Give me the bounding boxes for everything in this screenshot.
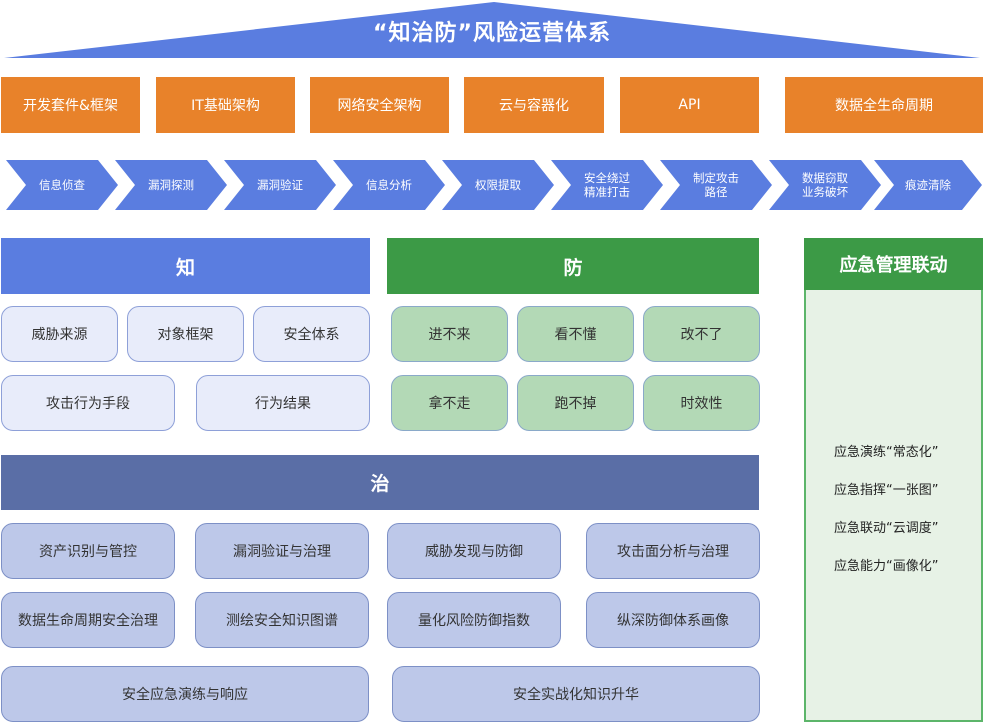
zhi-card-attack-means: 攻击行为手段 — [1, 375, 175, 431]
chain-step-7: 制定攻击路径 — [693, 171, 739, 199]
chain-step-3: 漏洞验证 — [257, 178, 303, 192]
chevron-2 — [115, 160, 227, 210]
emergency-header: 应急管理联动 — [804, 238, 983, 290]
fang-card-cannot-take: 拿不走 — [391, 375, 508, 431]
chain-step-4: 信息分析 — [366, 178, 412, 192]
zhi-card-behavior-result: 行为结果 — [196, 375, 370, 431]
zhi-card-security-system: 安全体系 — [253, 306, 370, 362]
tech-block-network: 网络安全架构 — [310, 77, 449, 133]
fang-card-cannot-read: 看不懂 — [517, 306, 634, 362]
chain-step-8: 数据窃取业务破坏 — [802, 171, 848, 199]
govern-card-risk-index: 量化风险防御指数 — [387, 592, 561, 648]
govern-card-defense-portrait: 纵深防御体系画像 — [586, 592, 760, 648]
chevron-3 — [224, 160, 336, 210]
page-title: “知治防”风险运营体系 — [373, 21, 611, 46]
chevron-9 — [874, 160, 982, 210]
emergency-item-drill: 应急演练“常态化” — [834, 445, 939, 460]
chain-step-9: 痕迹清除 — [905, 178, 951, 192]
chevron-7 — [660, 160, 772, 210]
emergency-item-portrait: 应急能力“画像化” — [834, 559, 939, 574]
chevron-5 — [442, 160, 554, 210]
zhi-card-object-framework: 对象框架 — [127, 306, 244, 362]
zhi-header: 知 — [1, 238, 370, 294]
fang-card-cannot-modify: 改不了 — [643, 306, 760, 362]
chain-step-2: 漏洞探测 — [148, 178, 194, 192]
govern-card-knowledge-graph: 测绘安全知识图谱 — [195, 592, 369, 648]
tech-block-api: API — [620, 77, 759, 133]
tech-block-it: IT基础架构 — [156, 77, 295, 133]
tech-block-data: 数据全生命周期 — [785, 77, 983, 133]
chevron-8 — [769, 160, 881, 210]
zhi-card-threat-source: 威胁来源 — [1, 306, 118, 362]
tech-block-cloud: 云与容器化 — [464, 77, 604, 133]
roof-banner — [4, 2, 980, 58]
emergency-item-dispatch: 应急联动“云调度” — [834, 521, 939, 536]
govern-card-attack-surface: 攻击面分析与治理 — [586, 523, 760, 579]
emergency-item-command: 应急指挥“一张图” — [834, 483, 939, 498]
fang-header: 防 — [387, 238, 759, 294]
govern-card-threat: 威胁发现与防御 — [387, 523, 561, 579]
govern-card-asset: 资产识别与管控 — [1, 523, 175, 579]
emergency-panel — [804, 290, 983, 722]
kill-chain-arrows — [6, 160, 982, 210]
fang-card-cannot-enter: 进不来 — [391, 306, 508, 362]
govern-card-data-lifecycle: 数据生命周期安全治理 — [1, 592, 175, 648]
chevron-6 — [551, 160, 663, 210]
govern-header: 治 — [1, 455, 759, 510]
tech-block-devkit: 开发套件&框架 — [1, 77, 140, 133]
chevron-1 — [6, 160, 118, 210]
chain-step-5: 权限提取 — [475, 178, 521, 192]
chevron-4 — [333, 160, 445, 210]
fang-card-timeliness: 时效性 — [643, 375, 760, 431]
chain-step-6: 安全绕过精准打击 — [584, 171, 630, 199]
fang-card-cannot-escape: 跑不掉 — [517, 375, 634, 431]
govern-card-vuln: 漏洞验证与治理 — [195, 523, 369, 579]
chain-step-1: 信息侦查 — [39, 178, 85, 192]
govern-card-knowledge-upgrade: 安全实战化知识升华 — [392, 666, 760, 722]
govern-card-emergency-drill: 安全应急演练与响应 — [1, 666, 369, 722]
